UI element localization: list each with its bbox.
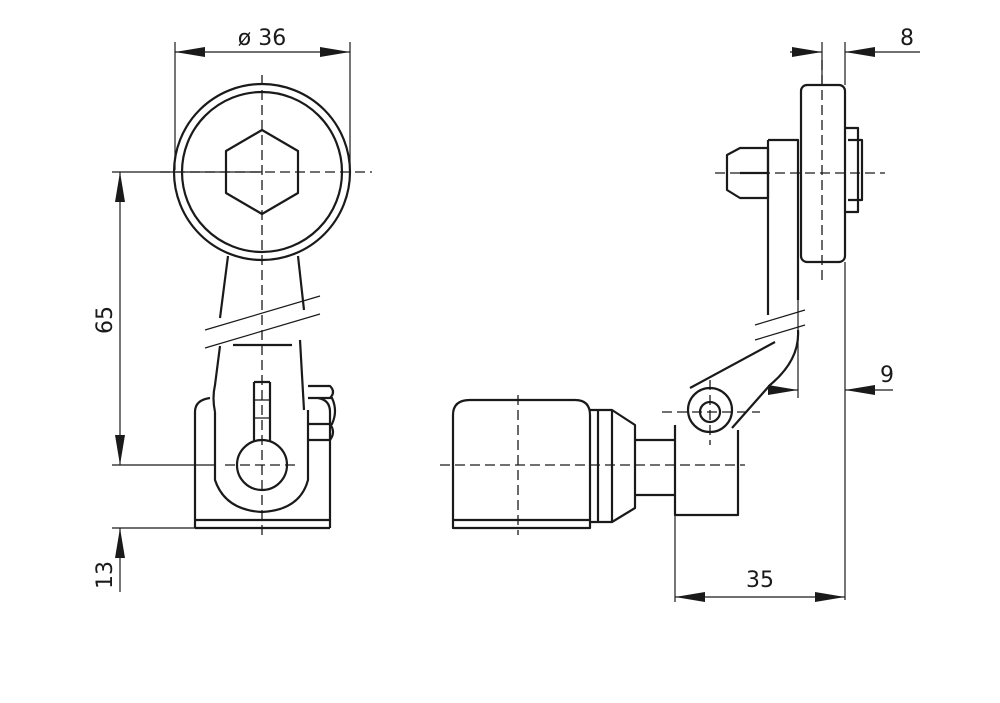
- collar: [590, 408, 637, 524]
- dim-extent: 35: [746, 568, 774, 593]
- switch-body: [451, 398, 592, 530]
- front-view: [160, 75, 372, 540]
- dim-base: 13: [93, 561, 118, 589]
- dim-length: 65: [93, 306, 118, 334]
- lever-side-upper: [766, 138, 800, 315]
- clamp-screw-nut: [308, 384, 337, 442]
- base-block: [193, 396, 332, 530]
- lever-lower: [212, 339, 306, 413]
- dim-diameter: ø 36: [238, 26, 286, 51]
- break-lines: [754, 309, 806, 341]
- dimensions: ø 36 8 65 13 9 35: [93, 26, 920, 602]
- dim-offset: 9: [880, 363, 894, 388]
- dim-width: 8: [900, 26, 914, 51]
- shaft: [635, 438, 675, 497]
- lever-side-lower: [689, 329, 800, 429]
- lever-hub-block: [673, 425, 740, 517]
- side-view: [440, 60, 885, 535]
- roller-nut: [845, 126, 864, 214]
